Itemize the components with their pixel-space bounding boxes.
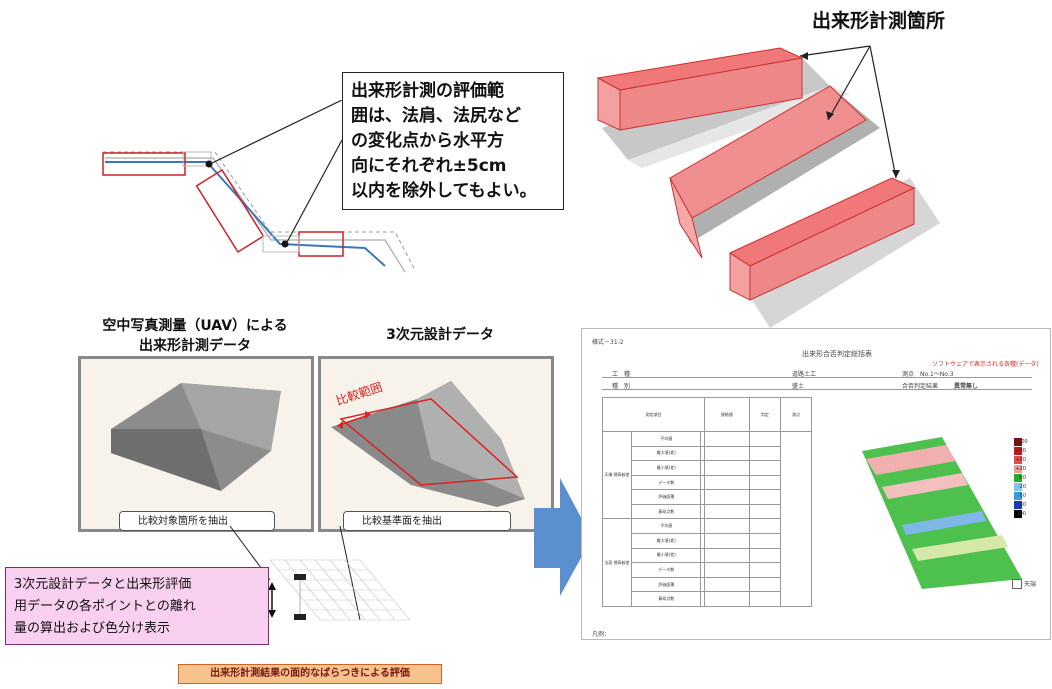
uav-label-line-1: 空中写真測量（UAV）による bbox=[102, 318, 288, 334]
callout-line-3: の変化点から水平方 bbox=[351, 131, 504, 151]
measurement-table: 測定項目 規格値 判定 測点 天端 標高較差平均値 最大値(差) 最小値(差) … bbox=[602, 397, 813, 607]
legend-item: +80 bbox=[1014, 446, 1048, 455]
uav-terrain-surface bbox=[111, 383, 281, 491]
legend-label: +80 bbox=[1015, 447, 1026, 454]
legend-item: ±0 bbox=[1014, 473, 1048, 482]
deviation-heatmap bbox=[862, 437, 1022, 589]
design-data-label: 3次元設計データ bbox=[386, 327, 494, 343]
legend-swatch bbox=[1014, 500, 1022, 509]
pink-line-3: 量の算出および色分け表示 bbox=[14, 621, 171, 636]
group-1: 天端 標高較差 bbox=[602, 430, 632, 520]
pink-line-2: 用データの各ポイントとの離れ bbox=[14, 599, 196, 614]
g1-r1: 平均値 bbox=[630, 431, 702, 447]
flow-arrow bbox=[534, 478, 592, 596]
hdr-spec: 規格値 bbox=[703, 397, 750, 432]
g1-r4: データ数 bbox=[630, 474, 702, 491]
callout-line-2: 囲は、法肩、法尻など bbox=[351, 106, 521, 126]
deviation-calc-note: 3次元設計データと出来形評価 用データの各ポイントとの離れ 量の算出および色分け… bbox=[5, 567, 269, 645]
row2-right-value: 異常無し bbox=[954, 383, 979, 390]
g2-r3: 最小値(差) bbox=[630, 547, 702, 564]
hdr-item: 測定項目 bbox=[602, 397, 705, 432]
row2-right-label: 合否判定結果 bbox=[902, 383, 939, 390]
evaluation-range-callout: 出来形計測の評価範 囲は、法肩、法尻など の変化点から水平方 向にそれぞれ±5c… bbox=[342, 72, 564, 210]
legend-item: +20 bbox=[1014, 464, 1048, 473]
legend-item: -50 bbox=[1014, 491, 1048, 500]
g1-r5: 評価面積 bbox=[630, 489, 702, 505]
legend-item: -80 bbox=[1014, 500, 1048, 509]
grid-connector bbox=[229, 525, 411, 621]
g2-r2: 最大値(差) bbox=[630, 533, 702, 549]
row1-value: 道路土工 bbox=[792, 371, 817, 378]
row1-right: 測点 No.1～No.3 bbox=[902, 371, 954, 378]
doc-footer: 凡例： bbox=[592, 631, 611, 638]
uav-label-line-2: 出来形計測データ bbox=[139, 338, 251, 354]
tenba-swatch bbox=[1012, 579, 1022, 589]
legend-label: +20 bbox=[1015, 465, 1026, 472]
design-surface bbox=[331, 381, 525, 507]
cross-section-diagram bbox=[102, 151, 416, 273]
evaluation-sheet: 様式－31-2 出来形合否判定総括表 ソフトウェアで表示される各種(データ) 工… bbox=[581, 328, 1051, 640]
g1-r2: 最大値(差) bbox=[630, 445, 702, 462]
legend-swatch bbox=[1014, 473, 1022, 482]
legend-label: ±0 bbox=[1018, 474, 1026, 481]
legend-label: -100 bbox=[1014, 510, 1026, 517]
sheet-title: 出来形合否判定総括表 bbox=[802, 350, 872, 358]
legend-swatch bbox=[1014, 509, 1022, 518]
legend-label: -50 bbox=[1017, 492, 1026, 499]
legend-swatch bbox=[1014, 437, 1022, 446]
legend-item: +50 bbox=[1014, 455, 1048, 464]
callout-leader-lines bbox=[209, 100, 343, 245]
legend-label: -20 bbox=[1017, 483, 1026, 490]
g2-r4: データ数 bbox=[630, 562, 702, 578]
legend-swatch bbox=[1014, 491, 1022, 500]
uav-data-panel: 比較対象箇所を抽出 bbox=[78, 356, 314, 532]
legend-label: +100 bbox=[1014, 438, 1028, 445]
callout-line-5: 以内を除外してもよい。 bbox=[351, 181, 537, 201]
legend-label: +50 bbox=[1015, 456, 1026, 463]
uav-data-label: 空中写真測量（UAV）による 出来形計測データ bbox=[75, 316, 315, 356]
legend-label: -80 bbox=[1017, 501, 1026, 508]
red-note: ソフトウェアで表示される各種(データ) bbox=[932, 361, 1039, 368]
legend-swatch bbox=[1014, 455, 1022, 464]
extract-base-pill: 比較基準面を抽出 bbox=[343, 511, 511, 531]
row1-label: 工 種 bbox=[612, 371, 631, 378]
row2-value: 盛土 bbox=[792, 383, 805, 390]
g1-r6: 棄却点数 bbox=[630, 503, 702, 520]
measurement-location-title: 出来形計測箇所 bbox=[812, 10, 946, 32]
form-number: 様式－31-2 bbox=[592, 339, 624, 346]
legend-swatch bbox=[1014, 446, 1022, 455]
row2-label: 種 別 bbox=[612, 383, 631, 390]
design-data-panel: 比較範囲 比較基準面を抽出 bbox=[318, 356, 554, 532]
legend-swatch bbox=[1014, 464, 1022, 473]
color-legend: +100 +80 +50 +20 ±0 -20 -50 -80 -100 bbox=[1014, 437, 1048, 518]
hdr-point: 測点 bbox=[779, 397, 813, 432]
g2-r6: 棄却点数 bbox=[630, 591, 702, 607]
pink-line-1: 3次元設計データと出来形評価 bbox=[14, 577, 192, 592]
g2-r1: 平均値 bbox=[630, 518, 702, 535]
g1-r3: 最小値(差) bbox=[630, 460, 702, 476]
slope-3d-illustration bbox=[596, 45, 940, 328]
legend-item: +100 bbox=[1014, 437, 1048, 446]
callout-line-4: 向にそれぞれ±5cm bbox=[351, 156, 507, 176]
g2-r5: 評価面積 bbox=[630, 576, 702, 593]
hdr-judge: 判定 bbox=[748, 397, 781, 432]
bottom-caption: 出来形計測結果の面的なばらつきによる評価 bbox=[178, 664, 442, 684]
legend-swatch bbox=[1014, 482, 1022, 491]
callout-line-1: 出来形計測の評価範 bbox=[351, 81, 504, 101]
group-2: 法面 標高較差 bbox=[602, 518, 632, 607]
extract-target-pill: 比較対象箇所を抽出 bbox=[119, 511, 275, 531]
legend-item: -20 bbox=[1014, 482, 1048, 491]
legend-item: -100 bbox=[1014, 509, 1048, 518]
tenba-label: 天端 bbox=[1024, 581, 1037, 588]
